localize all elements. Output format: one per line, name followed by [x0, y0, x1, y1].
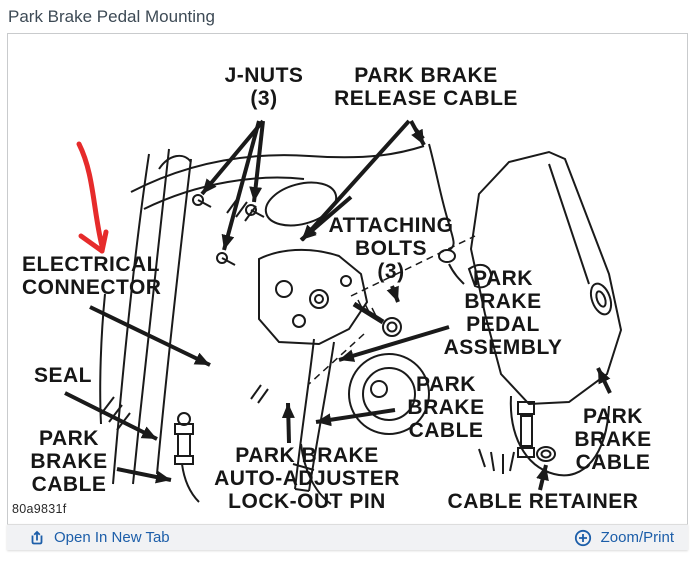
arrow-j-nut-3 — [221, 120, 261, 251]
label-pedal-assembly: PARK BRAKE PEDAL ASSEMBLY — [443, 267, 563, 359]
callout-arrows — [64, 119, 612, 491]
page-title: Park Brake Pedal Mounting — [8, 7, 215, 26]
label-cable-middle: PARK BRAKE CABLE — [407, 373, 485, 442]
red-annotation-arrow — [76, 141, 109, 254]
label-release-cable: PARK BRAKE RELEASE CABLE — [334, 64, 518, 110]
label-j-nuts: J-NUTS (3) — [224, 64, 304, 110]
diagram-artwork — [64, 119, 623, 505]
footer-toolbar: Open In New Tab Zoom/Print — [7, 524, 688, 550]
arrow-cable-retainer — [536, 464, 549, 491]
label-cable-lower-left: PARK BRAKE CABLE — [30, 427, 108, 496]
arrow-cable-right — [596, 367, 612, 394]
arrow-attaching-bolt-small — [386, 285, 400, 303]
pedal-bracket-drawing — [258, 248, 369, 492]
construction-lines — [308, 235, 476, 385]
zoom-plus-icon — [574, 529, 592, 547]
arrow-release-cable-short — [409, 120, 426, 146]
label-cable-retainer: CABLE RETAINER — [447, 490, 639, 513]
label-cable-right: PARK BRAKE CABLE — [574, 405, 652, 474]
open-in-new-tab-link[interactable]: Open In New Tab — [29, 529, 170, 546]
dash-panel-lines — [99, 148, 269, 485]
arrow-j-nut-1 — [200, 119, 265, 196]
label-electrical-connector: ELECTRICAL CONNECTOR — [22, 253, 162, 299]
arrow-lock-out-pin — [281, 402, 295, 444]
figure-code: 80a9831f — [12, 502, 67, 516]
open-in-new-tab-icon — [29, 530, 45, 546]
arrow-pedal-assembly — [338, 325, 450, 362]
label-attaching-bolts: ATTACHING BOLTS (3) — [328, 214, 454, 283]
open-in-new-tab-label: Open In New Tab — [54, 529, 170, 546]
arrow-seal — [64, 391, 158, 441]
zoom-print-link[interactable]: Zoom/Print — [574, 529, 674, 547]
cowl-lines — [130, 145, 425, 227]
arrow-electrical-connector — [89, 305, 211, 367]
seal-and-cables-drawing — [174, 395, 610, 505]
arrow-attaching-bolts — [299, 195, 353, 242]
diagram-panel: J-NUTS (3) PARK BRAKE RELEASE CABLE ATTA… — [7, 33, 688, 526]
arrow-release-cable-long — [300, 119, 411, 242]
attaching-bolt-drawing — [352, 299, 402, 337]
label-auto-adjuster: PARK BRAKE AUTO-ADJUSTER LOCK-OUT PIN — [214, 444, 400, 513]
label-seal: SEAL — [33, 364, 93, 387]
arrow-cable-lower-left — [116, 467, 172, 484]
arrow-j-nut-2 — [249, 120, 265, 203]
zoom-print-label: Zoom/Print — [600, 529, 674, 546]
arrow-cable-middle — [315, 408, 396, 427]
j-nut-fasteners — [192, 194, 265, 266]
